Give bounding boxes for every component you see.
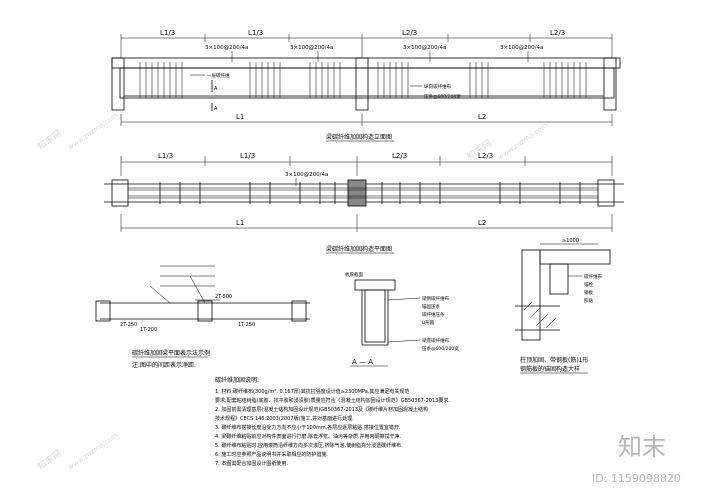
watermark-stamp-3: 知末网	[35, 447, 64, 472]
elevation-view: L1/3 L1/3 L2/3 L2/3	[111, 29, 621, 142]
section-callout-3: 锚固压条	[422, 303, 440, 310]
example-subtitle: 注:图中的间距表示净距.	[132, 361, 196, 369]
notes-block: 碳纤维加固说明: 1. 材料:碳纤维布(300g/m², 0.167厚)其抗拉强…	[215, 376, 450, 467]
elev-dim-top-4: L2/3	[550, 29, 565, 37]
detail-title-line-1: 柱顶加固、带钢板(筋)1形	[520, 356, 589, 364]
notes-heading: 碳纤维加固说明:	[215, 376, 259, 384]
elev-section-mark-1: A	[214, 86, 218, 92]
section-callout-4: 碳纤维压条	[422, 311, 445, 318]
watermark-site-2: www.znzmo.com	[497, 121, 550, 161]
detail-callout-1: 碳纤维布	[584, 273, 602, 280]
notes-item-3: 2. 加固前需清理基层(混凝土结构加固设计规范)GB50367-2013及《碳纤…	[215, 406, 428, 413]
plan-dim-bottom-1: L1	[236, 219, 244, 227]
elev-note-1: 3×100@200/4a	[205, 45, 248, 51]
example-label-3: 1T-250	[238, 322, 255, 328]
section-callout-5: U形箍	[422, 319, 435, 326]
elev-note-3: 3×100@200/4a	[403, 45, 446, 51]
notes-item-9: 7. 本图需配合加固设计图纸使用.	[215, 460, 288, 467]
plan-dim-top-2: L1/3	[240, 152, 255, 160]
detail-callout-4: 胶粘	[584, 297, 593, 304]
elev-note-4: 3×100@200/4a	[500, 45, 543, 51]
plan-dim-bottom-2: L2	[478, 219, 486, 227]
example-label-1: 2T-250	[120, 322, 137, 328]
elev-dim-top-1: L1/3	[160, 29, 175, 37]
detail-callout-3: 钢板	[584, 289, 593, 296]
example-view: 2T-250 2T-500 1T-250 1T-200 碳纤维加固梁平面表示法示…	[95, 265, 310, 369]
notes-item-6: 4. 梁碳纤维粘贴前应对构件表面进行打磨,除去浮浆、油污等杂质,并用丙酮擦拭干净…	[215, 433, 402, 440]
watermark-site-1: www.znzmo.com	[67, 111, 120, 151]
notes-item-5: 3. 碳纤维布搭接长度沿受力方向不应小于100mm,各层应逐层粘贴,搭接位置宜错…	[215, 424, 401, 431]
plan-dim-top-3: L2/3	[392, 152, 407, 160]
notes-item-2: 要求;配套粘结树脂(底胶、找平胶和浸渍胶)质量应符合《混凝土结构加固设计规范》G…	[215, 397, 450, 404]
notes-item-1: 1. 材料:碳纤维布(300g/m², 0.167厚)其抗拉强度设计值≥2300…	[215, 388, 409, 395]
elev-dim-top-2: L1/3	[248, 29, 263, 37]
detail-title-line-2: 钢筋板的锚固构造大样	[520, 365, 580, 373]
plan-note: 3×100@200/4a	[285, 172, 328, 178]
elevation-title: 梁碳纤维加固构造立面图	[326, 133, 392, 141]
elev-section-mark-2: A	[214, 106, 218, 112]
notes-item-7: 5. 碳纤维布粘贴时,应用滚筒沿纤维方向多次滚压,挤除气泡,使树脂充分浸透碳纤维…	[215, 442, 403, 449]
example-label-4: 1T-200	[140, 327, 157, 333]
detail-view: ≥1000 碳纤维布 锚栓 钢板 胶粘 柱顶加固、带钢板(筋)1形 钢筋板的锚固…	[515, 238, 611, 374]
example-title: 碳纤维加固梁平面表示法示例	[132, 349, 210, 357]
elev-note-2: 3×100@200/4a	[290, 45, 333, 51]
elev-callout-2: 纵向碳纤维布	[424, 83, 451, 90]
plan-dim-top-1: L1/3	[158, 152, 173, 160]
watermark-stamp-1: 知末网	[35, 127, 64, 152]
detail-callout-2: 锚栓	[584, 281, 593, 288]
section-callout-7: 压条@600/200宽	[422, 345, 459, 352]
plan-title: 梁碳纤维加固构造平面图	[326, 245, 392, 253]
elev-dim-bottom-2: L2	[478, 113, 486, 121]
section-callout-2: 梁侧碳纤维布	[422, 295, 449, 302]
plan-view: L1/3 L1/3 L2/3 L2/3 3×100@200/4a	[104, 152, 624, 254]
detail-dim: ≥1000	[562, 238, 579, 244]
section-callout-6: 梁底碳纤维布	[422, 337, 449, 344]
notes-item-8: 6. 施工时应参照产品说明书并采取相应的防护措施.	[215, 451, 328, 458]
notes-item-4: 技术规程》CECS 146:2003(2007版)施工,并对基面进行处理.	[215, 415, 354, 422]
example-label-2: 2T-500	[215, 294, 232, 300]
elev-callout-1: 一层碳纤维	[207, 72, 230, 79]
plan-dim-top-4: L2/3	[478, 152, 493, 160]
elev-dim-top-3: L2/3	[402, 29, 417, 37]
section-callout-1: 板厚截面	[345, 271, 363, 278]
elev-callout-3: 压条@600/200宽	[424, 93, 461, 100]
watermark-site-3: www.znzmo.com	[67, 431, 120, 471]
section-view: 板厚截面 梁侧碳纤维布 锚固压条 碳纤维压条 U形箍 梁底碳纤维布 压条@600…	[345, 271, 459, 367]
watermark-id: ID: 1159098820	[592, 472, 681, 485]
watermark-brand: 知末	[618, 433, 666, 461]
section-title: A — A	[352, 358, 373, 366]
elev-dim-bottom-1: L1	[236, 113, 244, 121]
